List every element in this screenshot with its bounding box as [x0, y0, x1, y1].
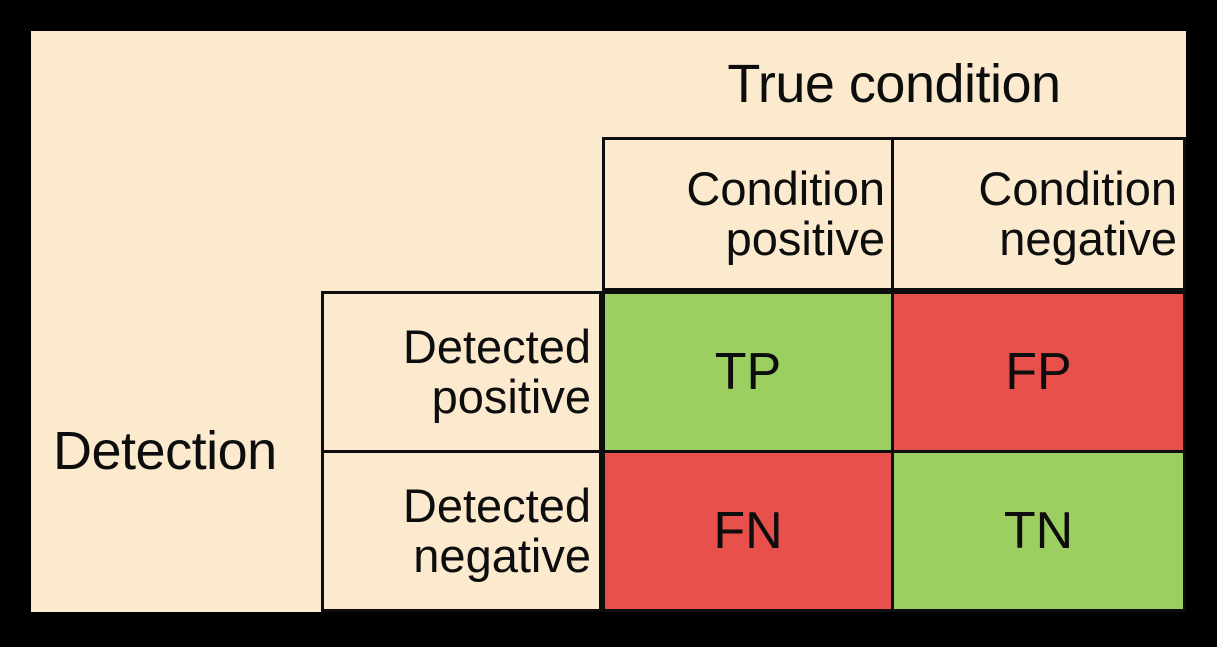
cell-true-negative: TN: [894, 453, 1186, 612]
column-header-condition-positive-label: Condition positive: [686, 164, 885, 264]
row-header-line1: Detected: [402, 320, 591, 374]
row-header-detected-negative-label: Detected negative: [403, 481, 591, 581]
column-header-line2: positive: [725, 212, 885, 265]
true-condition-title: True condition: [727, 53, 1061, 114]
row-header-detected-positive: Detected positive: [321, 291, 602, 453]
row-header-detected-negative: Detected negative: [321, 453, 602, 612]
column-header-condition-positive: Condition positive: [602, 137, 894, 291]
row-header-line2: positive: [431, 370, 591, 423]
column-header-condition-negative-label: Condition negative: [978, 164, 1177, 264]
column-header-line2: negative: [999, 212, 1177, 265]
column-header-line1: Condition: [978, 162, 1177, 216]
column-header-condition-negative: Condition negative: [894, 137, 1186, 291]
row-header-line1: Detected: [402, 479, 591, 533]
cell-false-negative: FN: [602, 453, 894, 612]
cell-false-positive: FP: [894, 291, 1186, 453]
cell-true-positive: TP: [602, 291, 894, 453]
column-header-line1: Condition: [686, 162, 885, 216]
row-header-line2: negative: [413, 529, 591, 582]
detection-title: Detection: [53, 421, 277, 482]
matrix-panel: True condition Condition positive Condit…: [31, 31, 1186, 612]
row-header-detected-positive-label: Detected positive: [403, 322, 591, 422]
